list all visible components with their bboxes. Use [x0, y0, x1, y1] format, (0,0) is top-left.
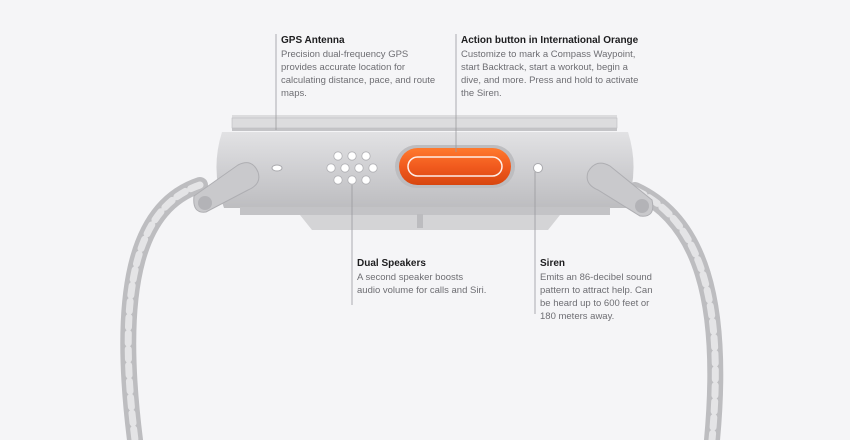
callout-siren: Siren Emits an 86-decibel sound pattern … — [540, 257, 665, 323]
callout-body: Precision dual-frequency GPS provides ac… — [281, 49, 436, 99]
gps-antenna-band — [231, 117, 618, 129]
callout-gps-antenna: GPS Antenna Precision dual-frequency GPS… — [281, 34, 441, 100]
siren-hole — [533, 163, 543, 173]
callout-action-button: Action button in International Orange Cu… — [461, 34, 646, 100]
callout-title: GPS Antenna — [281, 35, 345, 46]
callout-title: Dual Speakers — [357, 258, 426, 269]
lug-left — [193, 162, 260, 213]
callout-dual-speakers: Dual Speakers A second speaker boosts au… — [357, 257, 487, 297]
callout-body: Customize to mark a Compass Waypoint, st… — [461, 49, 639, 99]
lug-right — [586, 162, 654, 217]
speaker-grille — [326, 151, 378, 185]
action-button — [395, 145, 515, 188]
microphone-hole — [271, 164, 283, 172]
leader-lines — [275, 34, 536, 314]
callout-title: Action button in International Orange — [461, 35, 639, 46]
callout-body: Emits an 86-decibel sound pattern to att… — [540, 272, 653, 322]
callout-title: Siren — [540, 258, 566, 269]
band-left — [120, 177, 208, 440]
band-right — [627, 182, 724, 440]
callout-body: A second speaker boosts audio volume for… — [357, 272, 487, 296]
